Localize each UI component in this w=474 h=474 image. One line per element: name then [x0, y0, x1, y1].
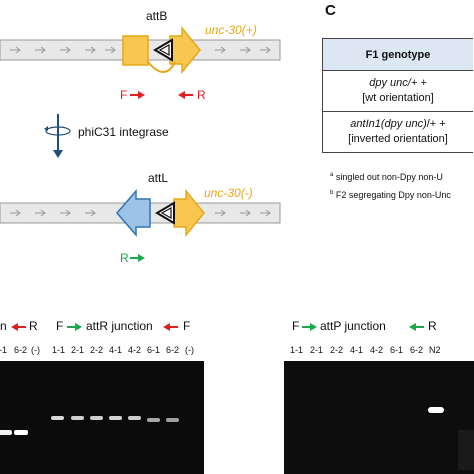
lane-label: 2-1: [310, 345, 323, 355]
gel-right-heading-r: R: [428, 319, 437, 333]
chevron-row: [10, 46, 271, 54]
footnote-b-mark: b: [330, 190, 334, 196]
gel-left-red-arrow-icon: [11, 323, 26, 331]
gel-band: [14, 430, 28, 435]
row1-genotype: dpy unc/+ +: [369, 77, 427, 89]
gel-left-lane-labels: -1 6-2 (-) 1-1 2-1 2-2 4-1 4-2 6-1 6-2 (…: [0, 345, 194, 355]
unc30-plus-label: unc-30(+): [205, 23, 257, 37]
lane-label: 2-1: [71, 345, 84, 355]
attl-construct: attL unc-30(-) R: [0, 171, 281, 265]
lane-label: 6-1: [390, 345, 403, 355]
footnote-a: a singled out non-Dpy non-U: [330, 172, 443, 182]
attb-construct: attB unc-30(+) F R: [0, 9, 281, 102]
attb-left-block: [122, 35, 149, 66]
primer-r-arrow-icon: [178, 91, 193, 99]
gel-right-heading-f: F: [292, 319, 299, 333]
lane-label: N2: [429, 345, 441, 355]
primer-f-label: F: [120, 88, 127, 102]
primer-r-label: R: [197, 88, 206, 102]
lane-label: 6-2: [410, 345, 423, 355]
footnote-a-mark: a: [330, 172, 334, 178]
gel-right-heading-junction: attP junction: [320, 319, 386, 333]
gel-left-heading-f2: F: [183, 319, 190, 333]
lane-label: 2-2: [90, 345, 103, 355]
lane-label: -1: [0, 345, 7, 355]
footnote-b: b F2 segregating Dpy non-Unc: [330, 190, 451, 200]
gel-right-green-arrow-icon: [302, 323, 317, 331]
primer-r2-label: R: [120, 251, 129, 265]
attb-loop: [147, 61, 176, 73]
gel-band: [90, 416, 103, 420]
lane-label: 4-1: [350, 345, 363, 355]
table-header: F1 genotype: [323, 39, 473, 71]
row2-genotype-rest: /+ +: [426, 118, 446, 130]
table-row: antIn1(dpy unc)/+ + [inverted orientatio…: [323, 112, 473, 152]
gel-band: [51, 416, 64, 420]
lane-label: 6-2: [166, 345, 179, 355]
lane-label: (-): [185, 345, 194, 355]
lane-label: (-): [31, 345, 40, 355]
gel-left-heading-r: R: [29, 319, 38, 333]
gel-right-panel: F attP junction R 1-1 2-1 2-2 4-1 4-2 6-…: [284, 319, 474, 474]
gel-right-lane-labels: 1-1 2-1 2-2 4-1 4-2 6-1 6-2 N2: [290, 345, 441, 355]
gel-band: [147, 418, 160, 422]
row1-orientation: [wt orientation]: [362, 92, 434, 104]
lane-label: 4-1: [109, 345, 122, 355]
lane-label: 4-2: [370, 345, 383, 355]
integrase-label: phiC31 integrase: [78, 125, 169, 139]
gel-band: [0, 430, 12, 435]
row2-orientation: [inverted orientation]: [348, 133, 448, 145]
attb-label: attB: [146, 9, 167, 23]
gel-left-heading-cut: n: [0, 319, 7, 333]
lane-label: 6-2: [14, 345, 27, 355]
row2-genotype-italic: antIn1(dpy unc): [350, 118, 427, 130]
lane-label: 2-2: [330, 345, 343, 355]
gel-band-n2: [428, 407, 444, 413]
gel-band: [128, 416, 141, 420]
gel-band: [71, 416, 84, 420]
panel-c-letter: C: [325, 2, 336, 19]
unc30-plus-arrow: [169, 25, 201, 75]
attl-label: attL: [148, 171, 168, 185]
integrase-step: phiC31 integrase: [44, 114, 169, 158]
gel-band: [109, 416, 122, 420]
inverted-segment-arrow: [116, 188, 151, 238]
gel-left-bands: [0, 416, 179, 435]
unc30-minus-arrow: [173, 188, 205, 238]
chevron-row-2: [10, 209, 271, 217]
footnote-a-text: singled out non-Dpy non-U: [335, 172, 443, 182]
gel-left-red-arrow2-icon: [163, 323, 178, 331]
gel-left-heading-f: F: [56, 319, 63, 333]
gel-left-green-arrow-icon: [67, 323, 82, 331]
primer-f-arrow-icon: [130, 91, 145, 99]
primer-r2-arrow-icon: [130, 254, 145, 262]
table-row: dpy unc/+ + [wt orientation]: [323, 71, 473, 112]
gel-right-green-arrow2-icon: [409, 323, 424, 331]
gel-left-panel: n R F attR junction F -1 6-2 (-) 1-1 2-1…: [0, 319, 204, 474]
lane-label: 4-2: [128, 345, 141, 355]
gel-left-heading-junction: attR junction: [86, 319, 153, 333]
genotype-table: F1 genotype dpy unc/+ + [wt orientation]…: [322, 38, 473, 153]
gel-right-image: [284, 361, 474, 474]
rotation-icon: [45, 126, 71, 136]
lane-label: 6-1: [147, 345, 160, 355]
unc30-minus-label: unc-30(-): [204, 186, 253, 200]
gel-band: [166, 418, 179, 422]
gel-smear: [458, 430, 474, 470]
lane-label: 1-1: [290, 345, 303, 355]
lane-label: 1-1: [52, 345, 65, 355]
footnote-b-text: F2 segregating Dpy non-Unc: [335, 190, 451, 200]
